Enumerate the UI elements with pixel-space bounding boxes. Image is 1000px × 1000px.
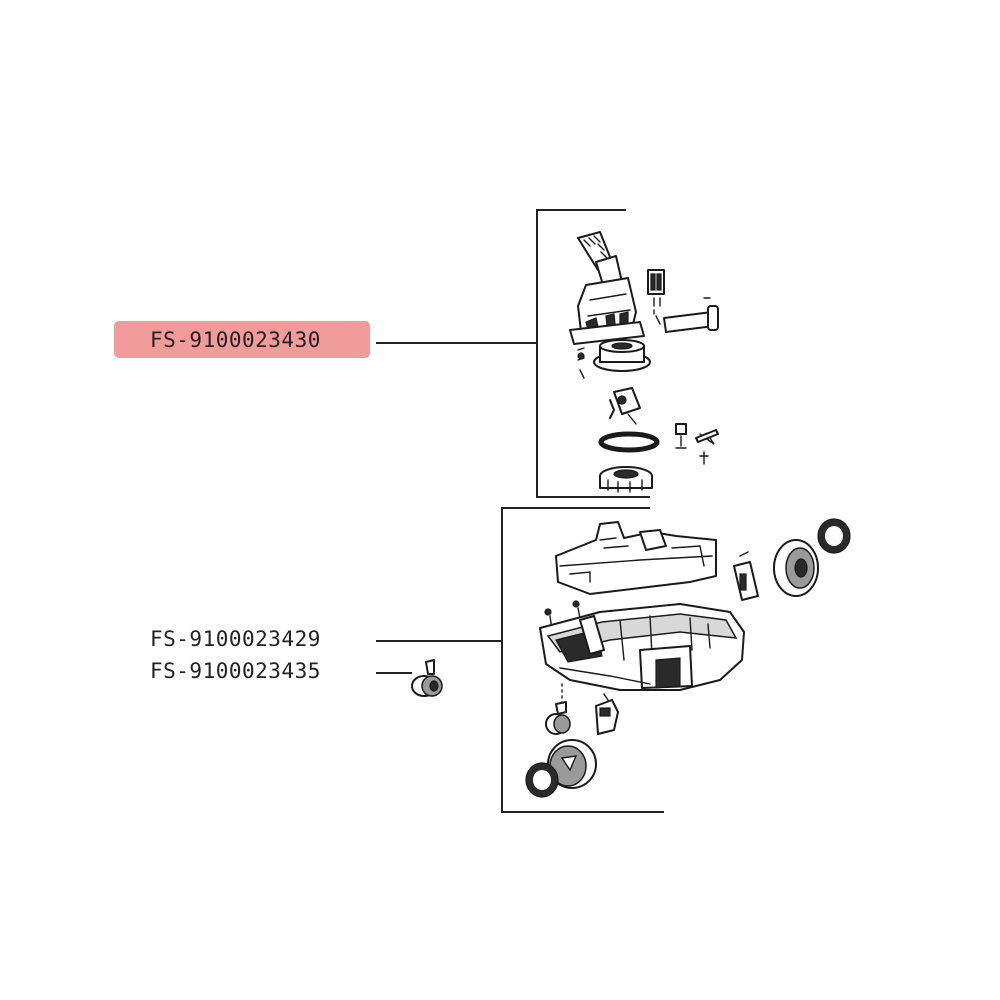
motor-base-plate: [569, 321, 645, 345]
rear-wheel-right: [773, 539, 819, 597]
bearing-cup: [593, 339, 651, 372]
front-caster: [545, 701, 571, 735]
cable-holder: [733, 551, 759, 601]
bracket-lower: [501, 507, 664, 813]
part-code-caster-wheel[interactable]: FS-9100023435: [150, 659, 321, 683]
wheel-cap-left: [525, 762, 559, 798]
gasket-ring: [598, 431, 660, 453]
motor-assembly-drawing: [569, 231, 719, 493]
part-label-motor-assembly[interactable]: FS-9100023430: [114, 321, 370, 358]
terminal-block: [647, 269, 665, 315]
base-housing: [539, 603, 745, 691]
connector-shaft: [655, 297, 719, 333]
base-top-cover: [555, 521, 717, 595]
highlight-box: [114, 321, 370, 358]
base-assembly-drawing: [411, 518, 851, 798]
screws-right: [675, 423, 719, 465]
part-code-base-housing[interactable]: FS-9100023429: [150, 627, 321, 651]
wheel-cap-right: [817, 518, 851, 554]
motor-mount-bracket: [609, 387, 641, 425]
bracket-upper: [536, 209, 650, 498]
part-code-motor-assembly[interactable]: FS-9100023430: [150, 328, 321, 352]
rear-wheel-left: [547, 739, 597, 789]
fan-flange: [599, 466, 653, 493]
bumper-clip: [595, 693, 619, 735]
caster-wheel: [411, 659, 443, 697]
